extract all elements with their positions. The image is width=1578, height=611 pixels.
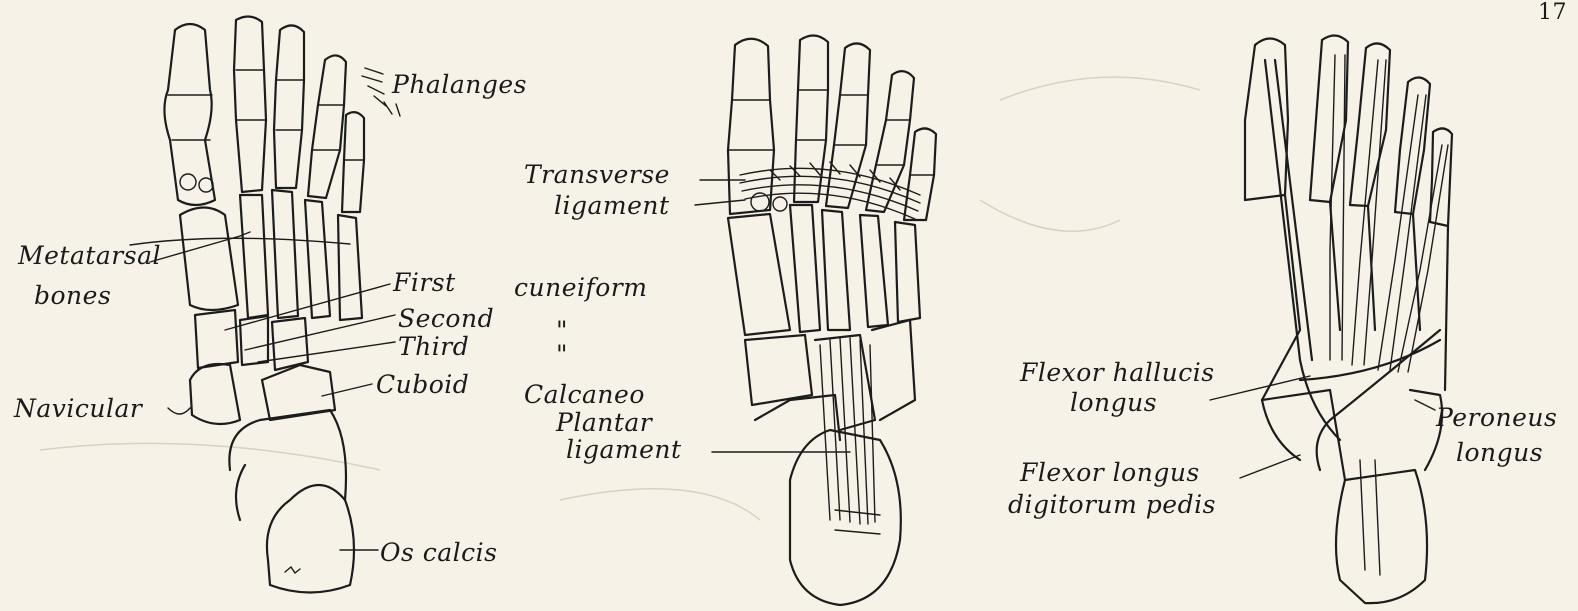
label-flexor-longus: Flexor longus bbox=[1020, 460, 1200, 486]
label-peroneus: Peroneus bbox=[1436, 405, 1557, 431]
label-metatarsal: Metatarsal bbox=[18, 243, 161, 269]
page-number: 17 bbox=[1538, 0, 1567, 26]
bones-leader-lines bbox=[130, 232, 395, 550]
label-flexor-hallucis-longus: longus bbox=[1070, 390, 1157, 416]
label-phalanges: Phalanges bbox=[392, 72, 527, 98]
label-second: Second bbox=[398, 306, 494, 332]
foot-bones-figure bbox=[164, 16, 400, 592]
label-navicular: Navicular bbox=[14, 396, 142, 422]
label-plantar: Plantar bbox=[556, 410, 652, 436]
label-cuboid: Cuboid bbox=[376, 372, 469, 398]
label-ditto-2: " bbox=[556, 342, 568, 368]
label-calcaneo: Calcaneo bbox=[524, 382, 645, 408]
label-os-calcis: Os calcis bbox=[380, 540, 498, 566]
label-cuneiform: cuneiform bbox=[514, 275, 647, 301]
foot-tendons-figure bbox=[1245, 35, 1452, 603]
label-flexor-hallucis: Flexor hallucis bbox=[1020, 360, 1215, 386]
label-peroneus-longus: longus bbox=[1456, 440, 1543, 466]
label-transverse-ligament: ligament bbox=[554, 193, 670, 219]
label-third: Third bbox=[398, 334, 469, 360]
label-digitorum-pedis: digitorum pedis bbox=[1008, 492, 1216, 518]
label-transverse: Transverse bbox=[524, 162, 670, 188]
label-first: First bbox=[393, 270, 456, 296]
label-plantar-ligament: ligament bbox=[566, 437, 682, 463]
label-metatarsal-bones: bones bbox=[34, 283, 111, 309]
